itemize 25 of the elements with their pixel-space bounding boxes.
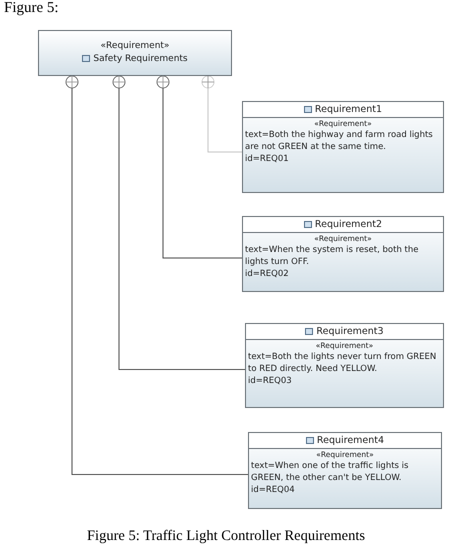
element-name: Requirement1 [243,102,443,118]
requirement-box [245,323,444,408]
containment-line [112,76,246,370]
property-text: text=Both the lights never turn from GREEN to RED directly. Need YELLOW. [247,351,438,375]
element-name: Requirement3 [246,324,443,340]
element-name: Safety Requirements [82,53,188,66]
property-text: id=REQ02 [244,268,290,280]
property-text: id=REQ03 [247,375,293,387]
property-text: text=When the system is reset, both the lights turn OFF. [244,244,420,268]
element-name: Requirement2 [243,217,443,233]
containment-line [156,76,242,258]
requirement-box [242,101,444,193]
containment-line [66,76,248,475]
figure-label: Figure 5: [4,0,59,16]
property-text: text=Both the highway and farm road lights are not GREEN at the same time. [244,129,434,153]
property-text: id=REQ04 [250,484,296,496]
containment-line [202,76,242,152]
property-text: id=REQ01 [244,153,290,165]
requirement-box [248,432,442,509]
requirement-box [242,216,444,292]
property-text: text=When one of the traffic lights is GREEN, the other can't be YELLOW. [250,460,410,484]
figure-caption: Figure 5: Traffic Light Controller Requirements [86,528,366,545]
element-name: Requirement4 [249,433,441,449]
stereotype-label: «Requirement» [100,40,170,53]
requirement-package-box [38,30,232,76]
